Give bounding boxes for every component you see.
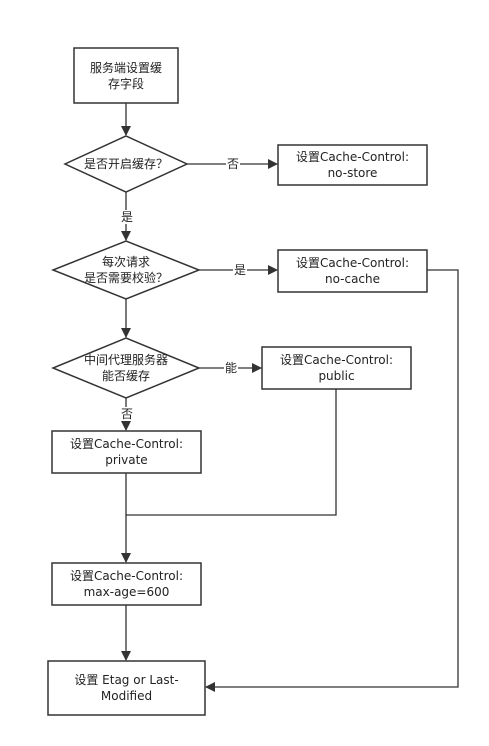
revalidate-text: 每次请求 是否需要校验？: [83, 255, 168, 285]
edge-label-revalidate-yes: 是: [233, 263, 248, 277]
private-label: 设置Cache-Control: private: [52, 431, 201, 473]
edge-label-enable-no: 否: [226, 157, 241, 171]
no-cache-label: 设置Cache-Control: no-cache: [278, 250, 427, 292]
edge-label-proxy-no: 否: [120, 407, 135, 421]
enable-cache-text: 是否开启缓存？: [83, 157, 168, 171]
max-age-text: 设置Cache-Control: max-age=600: [69, 569, 184, 599]
etag-text: 设置 Etag or Last- Modified: [74, 673, 179, 703]
start-label: 服务端设置缓 存字段: [74, 48, 178, 103]
edge-public-join: [126, 389, 337, 516]
start-text: 服务端设置缓 存字段: [89, 60, 162, 91]
etag-box: [47, 660, 206, 716]
no-store-text: 设置Cache-Control: no-store: [295, 150, 410, 180]
start-box: [73, 47, 179, 104]
max-age-label: 设置Cache-Control: max-age=600: [52, 563, 201, 605]
edge-label-enable-yes: 是: [120, 210, 135, 224]
no-store-label: 设置Cache-Control: no-store: [278, 145, 427, 185]
edge-nocache-etag: [205, 269, 459, 692]
proxy-cache-text: 中间代理服务器 能否缓存: [83, 353, 168, 383]
revalidate-label: 每次请求 是否需要校验？: [53, 241, 199, 299]
etag-label: 设置 Etag or Last- Modified: [48, 661, 205, 715]
enable-cache-label: 是否开启缓存？: [65, 136, 187, 192]
proxy-cache-label: 中间代理服务器 能否缓存: [53, 338, 199, 398]
public-text: 设置Cache-Control: public: [279, 353, 394, 383]
no-store-box: [277, 144, 428, 186]
no-cache-text: 设置Cache-Control: no-cache: [295, 256, 410, 286]
no-cache-box: [277, 249, 428, 293]
public-box: [261, 346, 412, 390]
max-age-box: [51, 562, 202, 606]
edge-label-proxy-yes: 能: [224, 361, 239, 375]
public-label: 设置Cache-Control: public: [262, 347, 411, 389]
private-text: 设置Cache-Control: private: [69, 437, 184, 467]
